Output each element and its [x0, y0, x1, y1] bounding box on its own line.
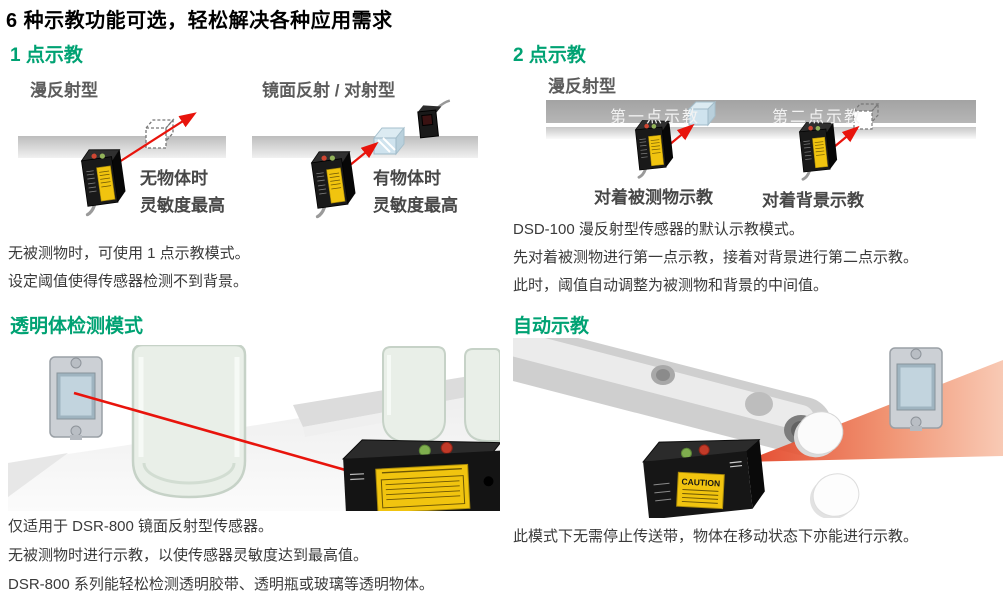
transparent-illustration-graphic	[8, 345, 500, 511]
no-object-caption: 无物体时 灵敏度最高	[140, 165, 225, 219]
two-point-paragraph-3: 此时，阈值自动调整为被测物和背景的中间值。	[513, 277, 829, 294]
transparent-bottle	[382, 346, 446, 445]
transparent-bottle	[131, 345, 247, 499]
auto-paragraph-1: 此模式下无需停止传送带，物体在移动状态下亦能进行示教。	[513, 528, 919, 545]
caption-line: 灵敏度最高	[140, 196, 225, 215]
transparent-paragraph-2: 无被测物时进行示教，以使传感器灵敏度达到最高值。	[8, 547, 369, 564]
ghost-object-cube-icon	[853, 102, 880, 130]
caution-label: CAUTION	[676, 471, 725, 510]
diffuse-type-label: 漫反射型	[30, 81, 98, 100]
caution-text: CAUTION	[681, 476, 720, 488]
conveyor-band	[252, 136, 478, 158]
dsr-sensor: CAUTION	[642, 439, 765, 518]
transparent-illustration	[8, 345, 500, 511]
moving-disc	[793, 411, 844, 458]
two-point-illustration-graphic	[546, 100, 976, 181]
diffuse-type-label: 漫反射型	[548, 77, 616, 96]
reflector-plate	[889, 347, 943, 432]
retro-type-label: 镜面反射 / 对射型	[262, 81, 396, 100]
one-point-paragraph-1: 无被测物时，可使用 1 点示教模式。	[8, 245, 250, 262]
has-object-caption: 有物体时 灵敏度最高	[373, 165, 458, 219]
shiny-object-cube-icon	[372, 126, 406, 156]
caption-line: 灵敏度最高	[373, 196, 458, 215]
teach-target-caption: 对着被测物示教	[594, 188, 713, 207]
laser-beam-arrow	[115, 112, 197, 165]
dsr-sensor	[341, 439, 500, 511]
conveyor-band	[18, 136, 226, 158]
transparent-heading: 透明体检测模式	[10, 316, 144, 337]
caption-line: 有物体时	[373, 169, 441, 188]
transparent-paragraph-3: DSR-800 系列能轻松检测透明胶带、透明瓶或玻璃等透明物体。	[8, 576, 434, 593]
metal-roller-beam	[513, 338, 832, 455]
transparent-paragraph-1: 仅适用于 DSR-800 镜面反射型传感器。	[8, 518, 274, 535]
through-beam-sensor	[417, 99, 451, 139]
two-point-illustration: 漫反射型 第一点示教 第二点示教 对着被测物示教 对着背景示教	[513, 66, 1003, 214]
laser-beam-line	[73, 391, 357, 475]
caption-line: 无物体时	[140, 169, 208, 188]
page-title: 6 种示教功能可选，轻松解决各种应用需求	[6, 10, 393, 32]
object-cube-icon	[687, 100, 717, 127]
photoelectric-sensor	[795, 118, 841, 181]
moving-disc	[809, 473, 860, 518]
auto-illustration: CAUTION	[513, 338, 1003, 518]
second-point-label: 第二点示教	[772, 109, 863, 126]
floor-shadow	[8, 453, 68, 497]
one-point-paragraph-2: 设定阈值使得传感器检测不到背景。	[8, 273, 249, 290]
two-point-heading: 2 点示教	[513, 45, 586, 66]
one-point-illustration-graphic	[18, 99, 478, 219]
two-point-paragraph-2: 先对着被测物进行第一点示教，接着对背景进行第二点示教。	[513, 249, 919, 266]
first-point-label: 第一点示教	[610, 109, 701, 126]
one-point-heading: 1 点示教	[10, 45, 83, 66]
teach-background-caption: 对着背景示教	[762, 191, 864, 210]
one-point-illustration: 漫反射型 镜面反射 / 对射型 无物体时 灵敏度最高 有物体时 灵敏度最高	[8, 68, 490, 220]
two-point-paragraph-1: DSD-100 漫反射型传感器的默认示教模式。	[513, 221, 804, 238]
conveyor-band	[546, 127, 976, 139]
auto-heading: 自动示教	[513, 316, 590, 337]
auto-illustration-graphic: CAUTION	[513, 338, 1003, 518]
transparent-bottle	[464, 348, 500, 442]
